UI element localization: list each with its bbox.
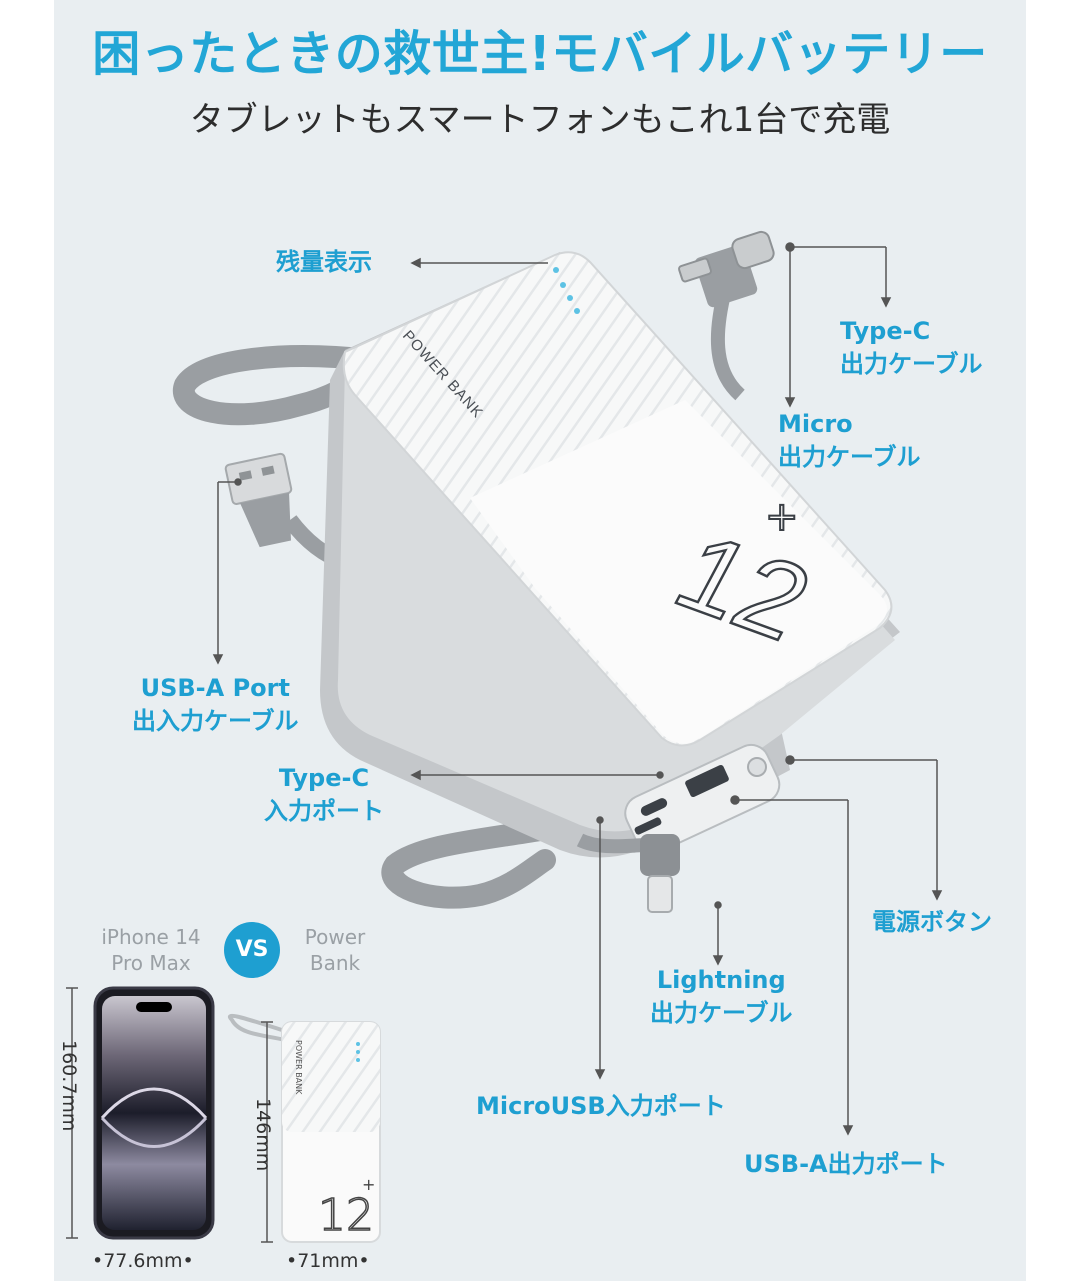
bank-height-label: 146mm [252, 1098, 274, 1172]
lightning-plug [640, 834, 680, 913]
callout-usb-a-port: USB-A出力ポート [744, 1150, 948, 1178]
subhead: タブレットもスマートフォンもこれ1台で充電 [189, 100, 891, 140]
headline: 困ったときの救世主!モバイルバッテリー [92, 26, 988, 82]
lightning-cable [576, 833, 651, 854]
top-cable [710, 288, 745, 401]
callout-microusb-port: MicroUSB入力ポート [476, 1092, 726, 1120]
type-c-micro-connector [678, 230, 775, 308]
level-indicator [553, 267, 580, 314]
capacity-plus: + [765, 494, 799, 540]
small-bank-illustration: POWER BANK 12 + [228, 1013, 381, 1243]
port-end [624, 743, 781, 854]
phone-height-label: 160.7mm [58, 1040, 80, 1132]
bank-width-label: •71mm• [286, 1250, 370, 1272]
vs-badge: VS [224, 922, 280, 978]
small-capacity-mark: 12 [318, 1190, 374, 1241]
phone-illustration [93, 986, 215, 1240]
strap-bottom [381, 819, 556, 909]
callout-power-button: 電源ボタン [872, 908, 992, 936]
callout-remaining: 残量表示 [276, 248, 372, 276]
small-capacity-plus: + [362, 1175, 375, 1194]
small-brand-print: POWER BANK [294, 1040, 303, 1095]
strap-top [173, 345, 381, 426]
usb-a-plug [224, 452, 293, 548]
phone-width-label: •77.6mm• [92, 1250, 194, 1272]
